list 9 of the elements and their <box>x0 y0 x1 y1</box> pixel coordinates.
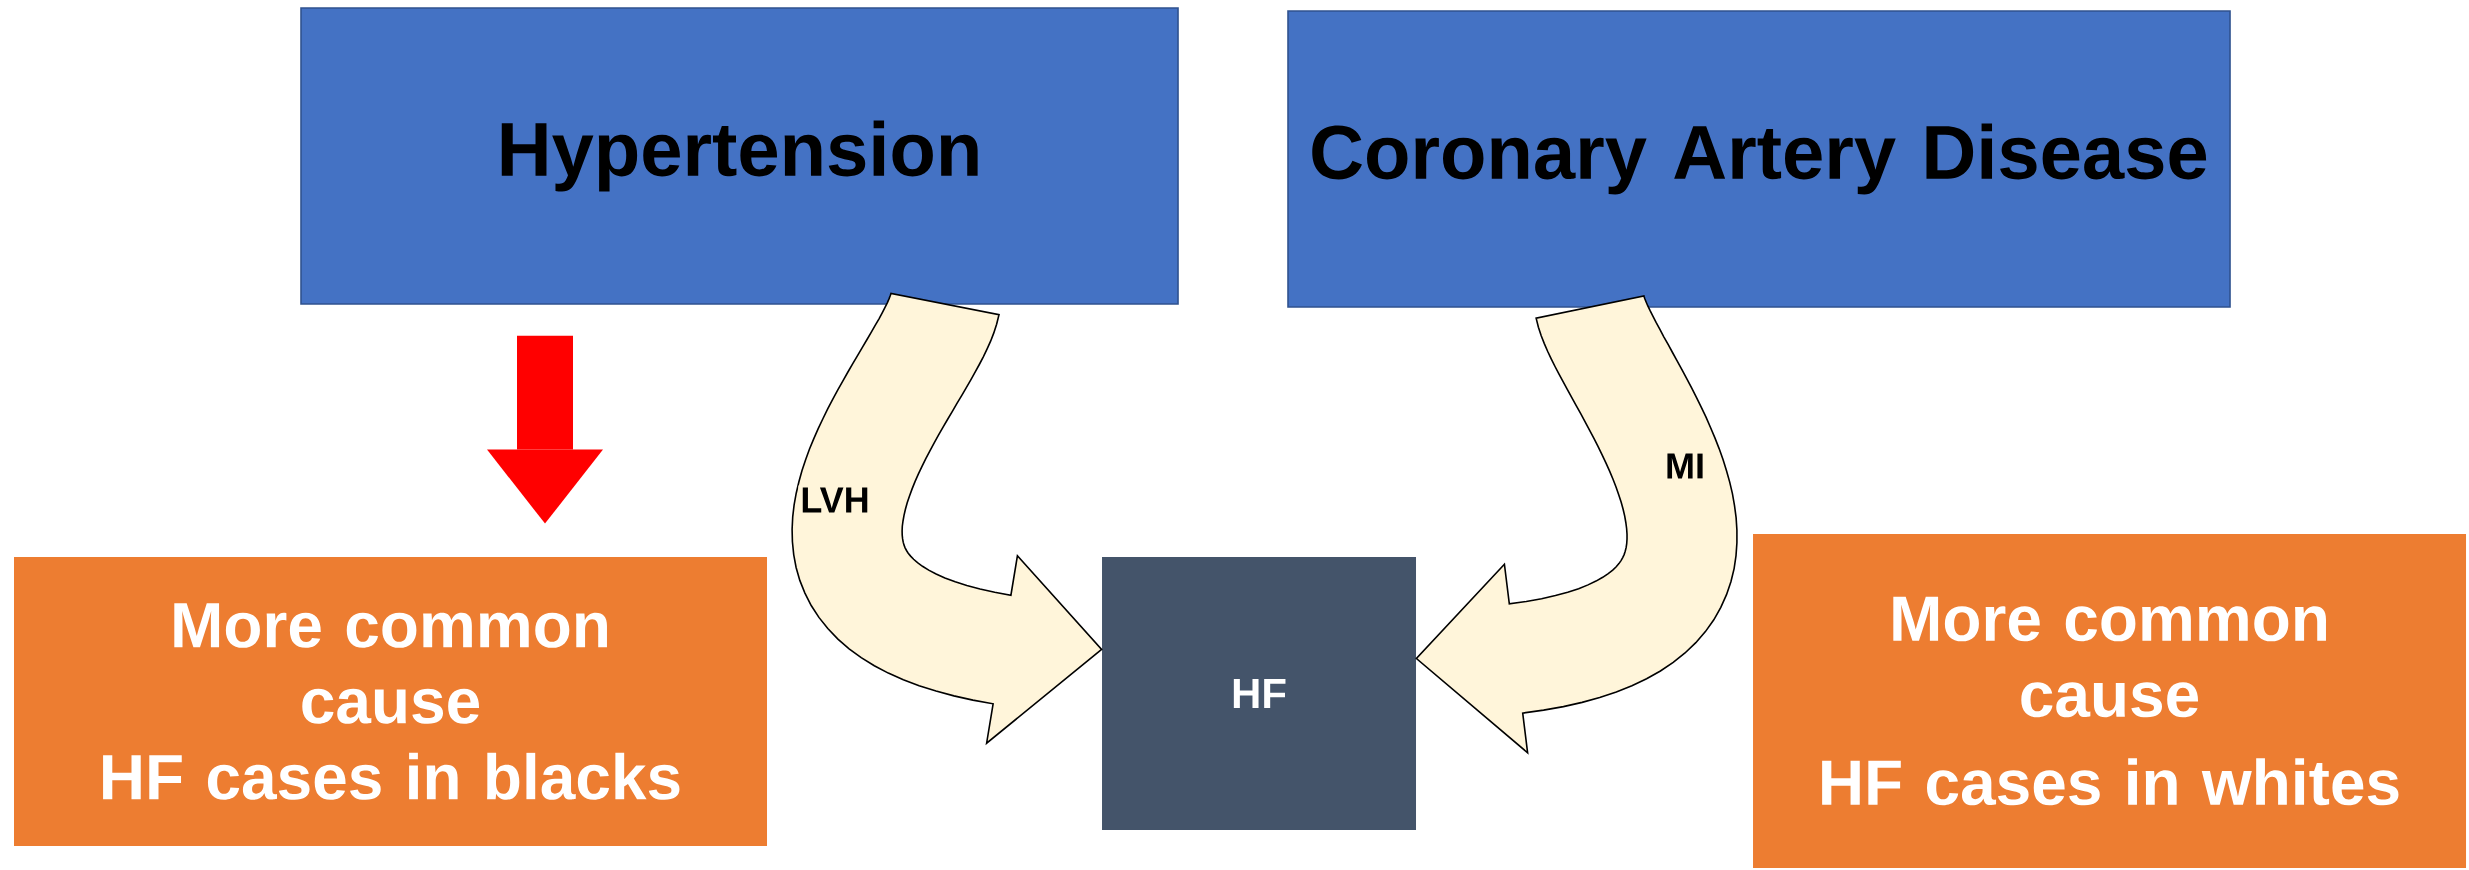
cause-box: More common cause HF cases in blacks <box>14 557 767 846</box>
process-box: Coronary Artery Disease <box>1287 10 2231 308</box>
curved-arrow <box>791 292 1103 746</box>
outcome-box: HF <box>1102 557 1416 830</box>
process-box: Hypertension <box>300 7 1179 305</box>
arrow <box>487 335 603 524</box>
edge-label: LVH <box>798 485 872 515</box>
cause-box: More common cause HF cases in whites <box>1753 534 2466 868</box>
edge-label: MI <box>1663 451 1707 481</box>
